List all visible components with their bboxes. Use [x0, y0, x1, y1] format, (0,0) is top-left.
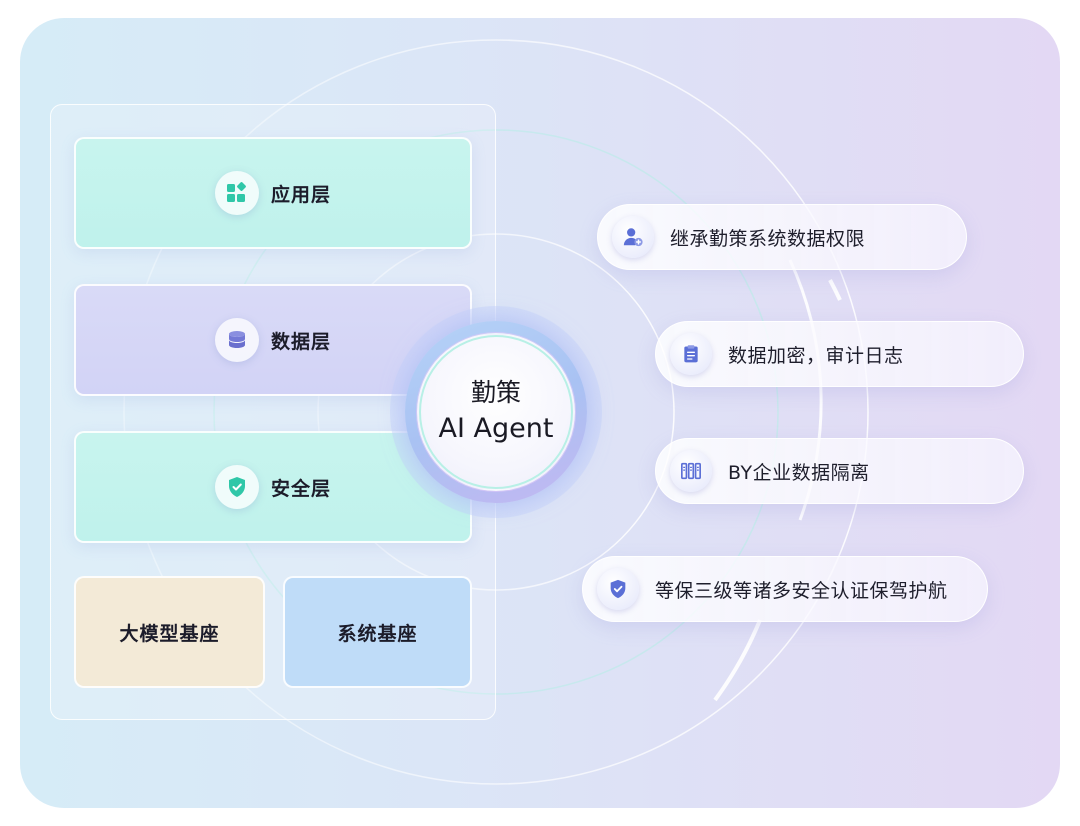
feature-data-isolation: BY企业数据隔离 — [655, 438, 1024, 504]
layer-data: 数据层 — [74, 284, 472, 396]
feature-inherit-permissions: 继承勤策系统数据权限 — [597, 204, 967, 270]
layer-label: 应用层 — [270, 183, 331, 206]
feature-security-certification: 等保三级等诸多安全认证保驾护航 — [582, 556, 988, 622]
agent-core: 勤策 AI Agent — [417, 333, 575, 491]
layer-application: 应用层 — [74, 137, 472, 249]
shield-check-icon — [214, 465, 259, 509]
base-large-model: 大模型基座 — [74, 576, 265, 688]
feature-encryption-audit: 数据加密，审计日志 — [655, 321, 1024, 387]
agent-title-cn: 勤策 — [470, 378, 521, 407]
feature-label: BY企业数据隔离 — [728, 461, 870, 484]
base-system: 系统基座 — [283, 576, 472, 688]
shield-check-icon — [597, 568, 639, 610]
database-icon — [214, 318, 259, 362]
layer-label: 数据层 — [270, 330, 331, 353]
feature-label: 数据加密，审计日志 — [728, 344, 904, 367]
user-add-icon — [612, 216, 654, 258]
server-rack-icon — [670, 450, 712, 492]
layer-label: 安全层 — [270, 477, 331, 500]
clipboard-icon — [670, 333, 712, 375]
apps-grid-icon — [214, 171, 259, 215]
agent-title-en: AI Agent — [438, 413, 554, 444]
feature-label: 等保三级等诸多安全认证保驾护航 — [655, 579, 948, 602]
feature-label: 继承勤策系统数据权限 — [670, 227, 866, 250]
